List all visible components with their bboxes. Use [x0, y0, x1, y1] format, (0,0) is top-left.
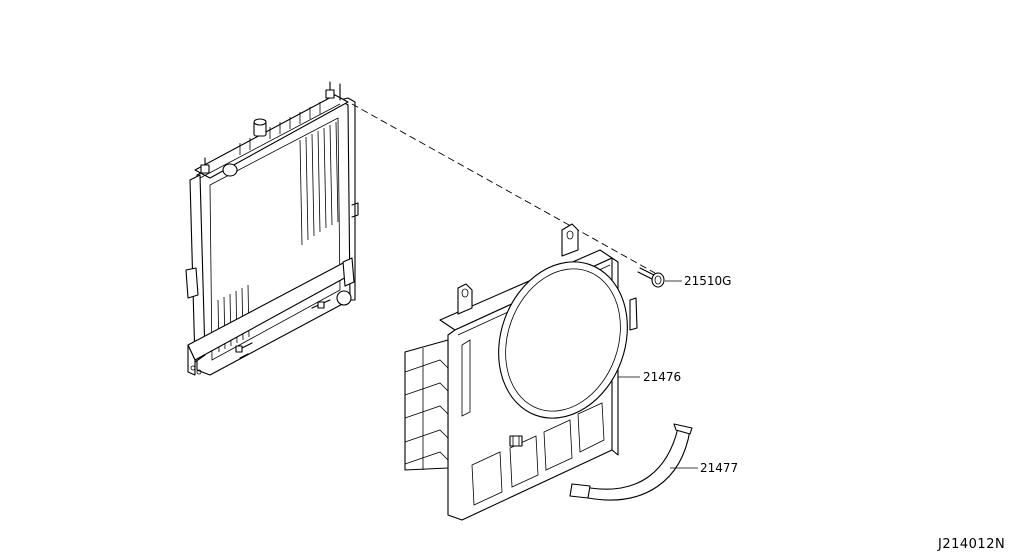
- diagram-code: J214012N: [937, 537, 1005, 552]
- alignment-line: [351, 103, 656, 274]
- drain-cock: [235, 299, 331, 359]
- upper-hose-outlet: [222, 163, 238, 177]
- upper-mount-tabs: [457, 223, 638, 331]
- callout-21477: 21477: [670, 461, 738, 475]
- overflow-hose: [569, 423, 693, 501]
- part-number-label: 21510G: [684, 274, 731, 288]
- side-louvers: [404, 339, 449, 471]
- part-number-label: 21476: [643, 370, 681, 384]
- bolt: [637, 267, 665, 288]
- lower-openings: [471, 402, 605, 506]
- top-mount-pins: [200, 81, 341, 174]
- radiator: [185, 81, 359, 376]
- lower-hose-outlet: [336, 290, 352, 306]
- callout-21476: 21476: [618, 370, 681, 384]
- fan-opening: [498, 261, 628, 419]
- fan-shroud: [404, 223, 638, 521]
- top-tank-ribs: [239, 102, 321, 155]
- radiator-cap: [253, 118, 267, 137]
- callout-21510G: 21510G: [665, 274, 731, 288]
- part-number-label: 21477: [700, 461, 738, 475]
- hose-clip: [509, 435, 523, 447]
